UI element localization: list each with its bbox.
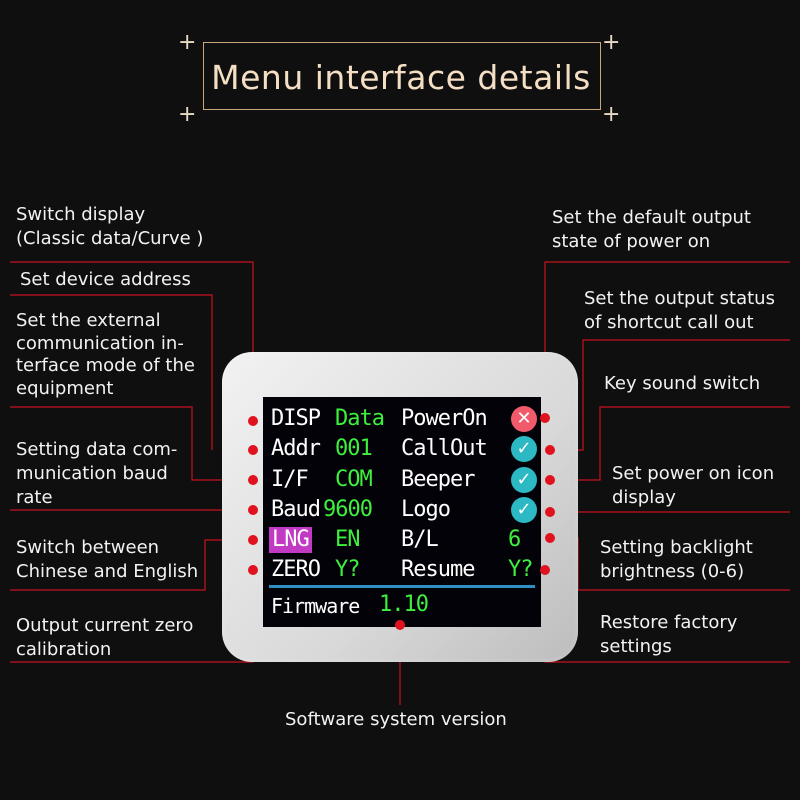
- leader-dot: [545, 533, 555, 543]
- leader-dot: [248, 505, 258, 515]
- corner-plus-icon: +: [602, 102, 621, 127]
- menu-key-disp[interactable]: DISP: [271, 406, 321, 431]
- leader-dot: [248, 445, 258, 455]
- label-factory-reset: Restore factory settings: [600, 612, 738, 657]
- label-device-address: Set device address: [20, 269, 191, 290]
- firmware-label: Firmware: [271, 594, 360, 618]
- check-icon: ✓: [511, 497, 537, 523]
- menu-value-lng: EN: [335, 527, 360, 552]
- firmware-version: 1.10: [379, 592, 429, 617]
- label-power-on-state: Set the default output state of power on: [552, 207, 751, 252]
- menu-key-logo[interactable]: Logo: [401, 497, 451, 522]
- menu-value-if: COM: [335, 467, 373, 492]
- leader-line: [10, 294, 213, 450]
- menu-key-poweron[interactable]: PowerOn: [401, 406, 488, 431]
- leader-dot: [248, 535, 258, 545]
- leader-dot: [248, 416, 258, 426]
- label-switch-display: Switch display (Classic data/Curve ): [16, 204, 204, 249]
- label-call-out-status: Set the output status of shortcut call o…: [584, 288, 775, 333]
- corner-plus-icon: +: [602, 30, 621, 55]
- menu-value-disp: Data: [335, 406, 385, 431]
- title-frame: [203, 42, 601, 110]
- menu-key-callout[interactable]: CallOut: [401, 436, 488, 461]
- menu-key-zero[interactable]: ZERO: [271, 557, 321, 582]
- check-icon: ✓: [511, 467, 537, 493]
- menu-key-backlight[interactable]: B/L: [401, 527, 439, 552]
- leader-dot: [540, 413, 550, 423]
- menu-key-beeper[interactable]: Beeper: [401, 467, 475, 492]
- leader-dot: [545, 507, 555, 517]
- label-interface-mode: Set the external communication in- terfa…: [16, 310, 195, 399]
- label-power-on-icon: Set power on icon display: [612, 463, 775, 508]
- page-title: Menu interface details: [211, 58, 591, 97]
- check-icon: ✓: [511, 436, 537, 462]
- menu-value-zero: Y?: [335, 557, 360, 582]
- menu-value-resume: Y?: [508, 557, 533, 582]
- menu-value-backlight: 6: [508, 527, 521, 552]
- menu-key-baud[interactable]: Baud: [271, 497, 321, 522]
- label-language: Switch between Chinese and English: [16, 537, 199, 582]
- label-key-sound: Key sound switch: [604, 373, 761, 394]
- menu-key-lng-highlighted[interactable]: LNG: [269, 527, 312, 553]
- menu-key-resume[interactable]: Resume: [401, 557, 475, 582]
- corner-plus-icon: +: [178, 30, 197, 55]
- menu-value-addr: 001: [335, 436, 373, 461]
- menu-value-baud: 9600: [323, 497, 373, 522]
- menu-key-if[interactable]: I/F: [271, 467, 309, 492]
- screen-separator: [269, 585, 535, 588]
- label-zero-calibration: Output current zero calibration: [16, 615, 194, 660]
- leader-dot: [545, 475, 555, 485]
- leader-dot: [545, 445, 555, 455]
- label-baud-rate: Setting data com- munication baud rate: [16, 439, 178, 508]
- x-icon: ✕: [511, 406, 537, 432]
- leader-dot: [248, 565, 258, 575]
- leader-dot: [395, 620, 405, 630]
- label-software-version: Software system version: [285, 709, 507, 730]
- leader-dot: [540, 565, 550, 575]
- lcd-screen: DISP Data PowerOn ✕ Addr 001 CallOut ✓ I…: [263, 397, 541, 627]
- leader-dot: [248, 475, 258, 485]
- label-backlight: Setting backlight brightness (0-6): [600, 537, 753, 582]
- menu-key-addr[interactable]: Addr: [271, 436, 321, 461]
- corner-plus-icon: +: [178, 102, 197, 127]
